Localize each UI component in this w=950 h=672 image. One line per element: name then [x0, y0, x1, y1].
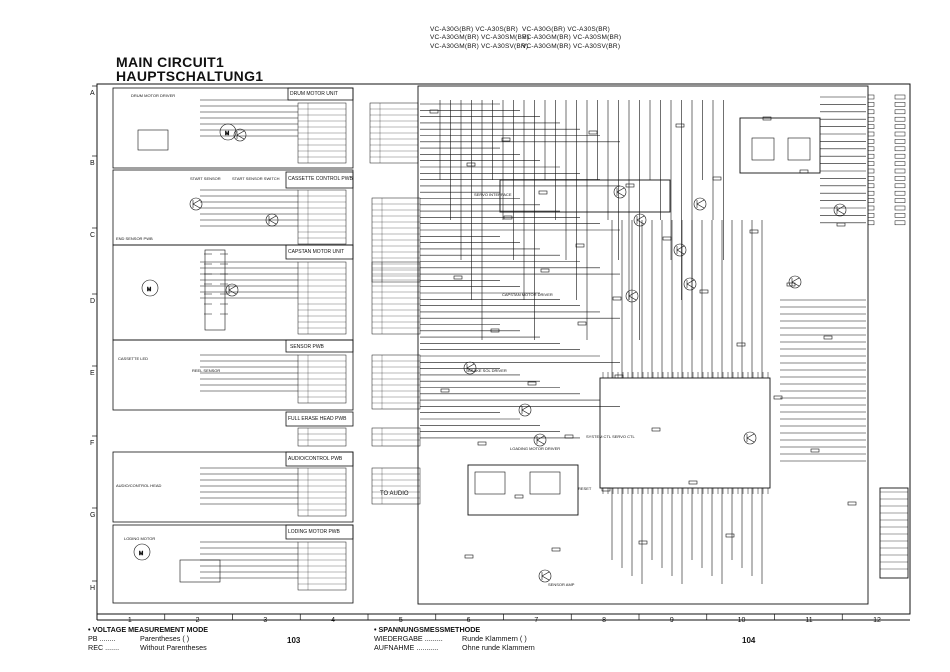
- label-audio-control-head: AUDIO/CONTROL HEAD: [116, 483, 162, 488]
- label-capstan-motor-driver: CAPSTAN MOTOR DRIVER: [502, 292, 553, 297]
- legend-row: PB ........Parentheses ( ): [88, 634, 190, 643]
- label-to-audio: TO AUDIO: [380, 491, 409, 497]
- column-number: 11: [805, 617, 813, 624]
- column-number: 3: [263, 617, 268, 624]
- model-line: VC-A30GM(BR) VC-A30SM(BR): [430, 34, 530, 42]
- label-reset: RESET: [578, 486, 592, 491]
- svg-text:M: M: [147, 287, 151, 293]
- components: M M M: [133, 109, 857, 583]
- column-number: 9: [669, 617, 674, 624]
- frame: [96, 83, 911, 621]
- label-start-sensor-switch: START SENSOR SWITCH: [232, 176, 280, 181]
- legend-row: AUFNAHME ...........Ohne runde Klammern: [374, 643, 535, 652]
- page-title: MAIN CIRCUIT1 HAUPTSCHALTUNG1: [116, 55, 263, 83]
- column-number: 10: [737, 617, 746, 624]
- column-number: 4: [331, 617, 336, 624]
- model-line: VC-A30GM(BR) VC-A30SM(BR): [522, 34, 622, 42]
- page-number-right: 104: [742, 636, 756, 645]
- label-servo-interface: SERVO INTERFACE: [474, 192, 512, 197]
- wires: [200, 96, 866, 584]
- label-audio-control-pwb: AUDIO/CONTROL PWB: [288, 456, 343, 462]
- main-board: [417, 85, 909, 605]
- label-full-erase-head: FULL ERASE HEAD PWB: [288, 416, 347, 422]
- model-list-left: VC-A30G(BR) VC-A30S(BR) VC-A30GM(BR) VC-…: [430, 26, 529, 51]
- row-letter: F: [90, 440, 95, 447]
- label-start-sensor: START SENSOR: [190, 176, 221, 181]
- label-system-ctl: SYSTEM CTL SERVO CTL: [586, 434, 635, 439]
- row-letter: H: [90, 585, 96, 592]
- row-letter: A: [90, 90, 95, 97]
- label-drum-motor-driver: DRUM MOTOR DRIVER: [131, 93, 175, 98]
- model-line: VC-A30G(BR) VC-A30S(BR): [430, 26, 519, 33]
- voltage-mode-legend: • VOLTAGE MEASUREMENT MODE PB ........Pa…: [88, 625, 208, 652]
- column-number: 1: [127, 617, 132, 624]
- model-line: VC-A30G(BR) VC-A30S(BR): [522, 26, 611, 33]
- svg-text:M: M: [225, 131, 229, 137]
- ic-pins: [204, 253, 769, 494]
- page-number-left: 103: [287, 636, 301, 645]
- label-end-sensor-pwb: END SENSOR PWB: [116, 236, 153, 241]
- label-loding-motor-pwb: LODING MOTOR PWB: [288, 529, 341, 535]
- row-letter: G: [90, 512, 96, 519]
- column-number: 5: [398, 617, 403, 624]
- label-cassette-control: CASSETTE CONTROL PWB: [288, 176, 353, 182]
- title-english: MAIN CIRCUIT1: [116, 54, 225, 70]
- legend-row: WIEDERGABE .........Runde Klammern ( ): [374, 634, 527, 643]
- row-letter: D: [90, 298, 96, 305]
- label-reel-sensor: REEL SENSOR: [192, 368, 220, 373]
- label-drum-motor-unit: DRUM MOTOR UNIT: [290, 91, 338, 97]
- right-terminals: [867, 94, 908, 570]
- column-number: 8: [602, 617, 607, 624]
- legend-heading: • SPANNUNGSMESSMETHODE: [374, 625, 481, 634]
- label-capstan-motor-unit: CAPSTAN MOTOR UNIT: [288, 249, 344, 255]
- column-number: 6: [466, 617, 471, 624]
- model-list-right: VC-A30G(BR) VC-A30S(BR) VC-A30GM(BR) VC-…: [522, 26, 621, 51]
- model-line: VC-A30GM(BR) VC-A30SV(BR): [430, 42, 529, 50]
- connector-tables: [297, 102, 421, 591]
- model-line: VC-A30GM(BR) VC-A30SV(BR): [522, 42, 621, 50]
- label-loading-motor-driver: LOADING MOTOR DRIVER: [510, 446, 560, 451]
- label-sensor-amp: SENSOR AMP: [548, 582, 575, 587]
- left-units: [112, 87, 354, 604]
- block-labels: DRUM MOTOR UNIT DRUM MOTOR DRIVER CASSET…: [116, 91, 635, 587]
- legend-row: REC .......Without Parentheses: [88, 643, 207, 652]
- column-number: 2: [195, 617, 200, 624]
- label-brake-sol-drive: BRAKE SOL DRIVER: [468, 368, 507, 373]
- label-cassette-led: CASSETTE LED: [118, 356, 148, 361]
- column-number: 7: [534, 617, 539, 624]
- svg-text:M: M: [139, 551, 143, 557]
- label-loding-motor: LODING MOTOR: [124, 536, 155, 541]
- label-sensor-pwb: SENSOR PWB: [290, 344, 325, 350]
- spannung-legend: • SPANNUNGSMESSMETHODE WIEDERGABE ......…: [374, 625, 535, 652]
- row-letter: C: [90, 232, 96, 239]
- column-number: 12: [873, 617, 881, 624]
- row-letter: B: [90, 160, 95, 167]
- row-letter: E: [90, 370, 95, 377]
- grid-marks: [92, 85, 843, 620]
- title-german: HAUPTSCHALTUNG1: [116, 68, 264, 84]
- legend-heading: • VOLTAGE MEASUREMENT MODE: [88, 625, 209, 634]
